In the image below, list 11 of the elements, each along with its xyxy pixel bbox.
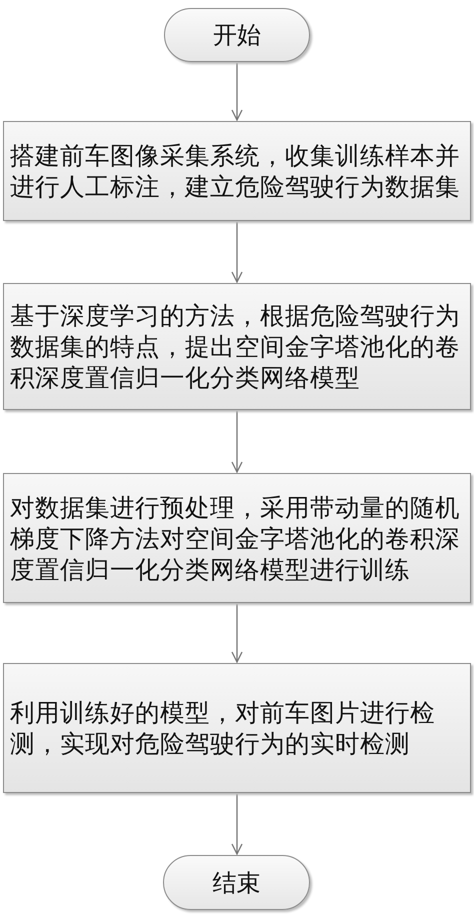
arrow [231,411,243,473]
arrow [231,63,243,121]
arrow [231,794,243,855]
arrow [231,222,243,283]
terminal-shape: 结束 [163,855,310,910]
process-box: 基于深度学习的方法，根据危险驾驶行为数据集的特点，提出空间金字塔池化的卷积深度置信归一化分类网络模型 [3,283,471,410]
process-box: 对数据集进行预处理，采用带动量的随机梯度下降方法对空间金字塔池化的卷积深度置信归一化分类网络模型进行训练 [3,473,471,603]
process-box: 利用训练好的模型，对前车图片进行检测，实现对危险驾驶行为的实时检测 [3,663,471,793]
arrow [231,604,243,663]
process-box: 搭建前车图像采集系统，收集训练样本并进行人工标注，建立危险驾驶行为数据集 [3,121,471,221]
terminal-shape: 开始 [164,8,310,62]
